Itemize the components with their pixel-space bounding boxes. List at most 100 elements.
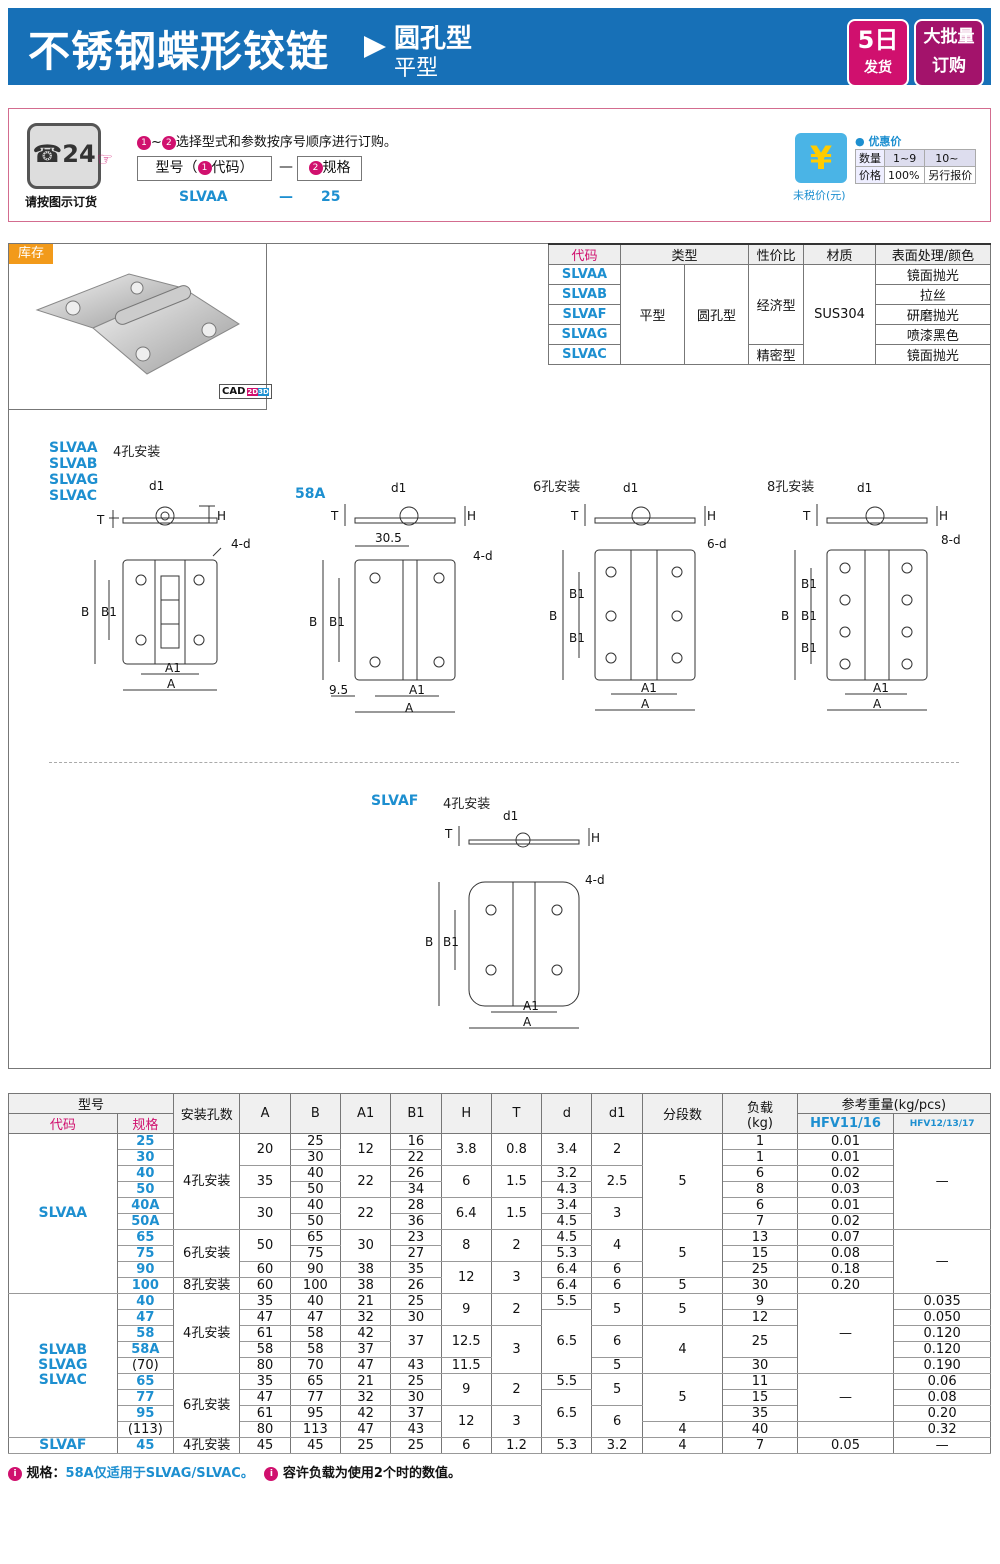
dimension-table: 型号 安装孔数 A B A1 B1 H T d d1 分段数 负载(kg) 参考… [8, 1093, 992, 1454]
dim-T: T [96, 513, 105, 527]
table-cell: 12 [339, 1133, 392, 1166]
table-cell: 77 [289, 1389, 341, 1406]
svg-text:4-d: 4-d [473, 549, 493, 563]
table-cell: 45 [289, 1437, 341, 1454]
table-cell: 25 [722, 1325, 798, 1358]
table-cell: 20 [239, 1133, 291, 1166]
table-cell: 25 [289, 1133, 341, 1150]
table-cell: 35 [239, 1165, 291, 1198]
page-header: 不锈钢蝶形铰链 圆孔型 平型 5日 发货 大批量 订购 [8, 8, 991, 87]
table-cell: 9 [440, 1373, 492, 1406]
table-cell: 3 [490, 1405, 543, 1438]
spec-cell: 镜面抛光 [874, 344, 992, 365]
table-cell: 5 [641, 1373, 724, 1422]
dim-B1: B1 [101, 605, 117, 619]
table-cell: 50 [289, 1181, 341, 1198]
table-cell: 40 [116, 1293, 175, 1310]
table-cell: 6 [440, 1165, 492, 1198]
table-cell: 2 [591, 1133, 643, 1166]
spec-cell: 经济型 [747, 264, 805, 345]
table-cell: 25 [390, 1293, 442, 1310]
group4-holes: 8孔安装 [767, 480, 815, 495]
table-cell: 113 [289, 1421, 341, 1438]
table-cell: 47 [339, 1357, 392, 1374]
spec-cell: 表面处理/颜色 [874, 243, 992, 265]
table-cell: 26 [390, 1277, 442, 1294]
svg-text:H: H [939, 509, 948, 523]
table-cell: 32 [339, 1309, 392, 1326]
dim-H: H [217, 509, 226, 523]
svg-text:T: T [330, 509, 339, 523]
svg-text:B1: B1 [801, 641, 817, 655]
table-cell: 9 [722, 1293, 798, 1310]
table-cell: 8 [722, 1181, 798, 1198]
table-cell: 58 [239, 1341, 291, 1358]
drawing-58A: d1 T H 30.5 4-d B B1 9.5 A1 A [309, 481, 493, 715]
dim-B: B [81, 605, 89, 619]
subtitle-form: 平型 [394, 56, 439, 81]
svg-text:B1: B1 [801, 609, 817, 623]
table-cell: 12 [440, 1405, 492, 1438]
table-cell: 58 [289, 1325, 341, 1342]
table-cell: 25 [339, 1437, 392, 1454]
table-cell: 6.4 [541, 1261, 593, 1278]
table-cell: 34 [390, 1181, 442, 1198]
table-cell: 5 [641, 1229, 724, 1278]
table-cell: 30 [289, 1149, 341, 1166]
table-cell: 0.01 [796, 1197, 895, 1214]
table-cell [796, 1421, 895, 1438]
table-cell: 4 [641, 1325, 724, 1374]
table-cell: 75 [116, 1245, 175, 1262]
table-cell: 6 [591, 1405, 643, 1438]
table-cell: 0.05 [796, 1437, 895, 1454]
table-cell: 35 [239, 1373, 291, 1390]
svg-text:4-d: 4-d [585, 873, 605, 887]
table-notes: i 规格：58A仅适用于SLVAG/SLVAC。 i 容许负载为使用2个时的数值… [8, 1462, 461, 1481]
table-cell: 3.4 [541, 1197, 593, 1214]
svg-text:d1: d1 [391, 481, 406, 495]
svg-text:T: T [444, 827, 453, 841]
table-cell: 7 [722, 1213, 798, 1230]
table-cell: 25 [116, 1133, 175, 1150]
spec-cell: 喷漆黑色 [874, 324, 992, 345]
table-cell: 0.08 [796, 1245, 895, 1262]
spec-cell: SLVAB [548, 284, 621, 305]
svg-text:A1: A1 [409, 683, 425, 697]
table-cell: 0.190 [893, 1357, 991, 1374]
table-cell: 6 [591, 1277, 643, 1294]
table-cell: 65 [116, 1229, 175, 1246]
table-cell: A [239, 1093, 291, 1134]
table-cell: 12 [722, 1309, 798, 1326]
table-cell: 28 [390, 1197, 442, 1214]
table-cell: 40 [289, 1197, 341, 1214]
table-cell: 37 [390, 1405, 442, 1422]
table-cell: 6 [722, 1197, 798, 1214]
table-cell: 0.02 [796, 1165, 895, 1182]
table-cell: 50 [289, 1213, 341, 1230]
svg-text:A: A [405, 701, 414, 715]
spec-cell: 类型 [620, 243, 749, 265]
table-cell: 3.2 [591, 1437, 643, 1454]
table-cell: 95 [289, 1405, 341, 1422]
table-cell: 0.120 [893, 1341, 991, 1358]
spec-cell: 镜面抛光 [874, 264, 992, 285]
table-cell: 25 [390, 1437, 442, 1454]
table-cell: 3 [490, 1325, 543, 1374]
order-by-diagram-label: 请按图示订货 [25, 195, 98, 209]
table-cell: A1 [339, 1093, 392, 1134]
table-cell: 4孔安装 [172, 1293, 241, 1374]
dim-30-5: 30.5 [375, 531, 402, 545]
dim-4d: 4-d [231, 537, 251, 551]
svg-text:B1: B1 [569, 587, 585, 601]
table-cell: 65 [289, 1229, 341, 1246]
table-cell: 型号 [8, 1093, 174, 1114]
table-cell: 4.3 [541, 1181, 593, 1198]
table-cell: 47 [289, 1309, 341, 1326]
table-cell: 0.120 [893, 1325, 991, 1342]
table-cell: 6.4 [440, 1197, 492, 1230]
table-cell: 6孔安装 [172, 1373, 241, 1438]
table-cell: 0.20 [796, 1277, 895, 1294]
